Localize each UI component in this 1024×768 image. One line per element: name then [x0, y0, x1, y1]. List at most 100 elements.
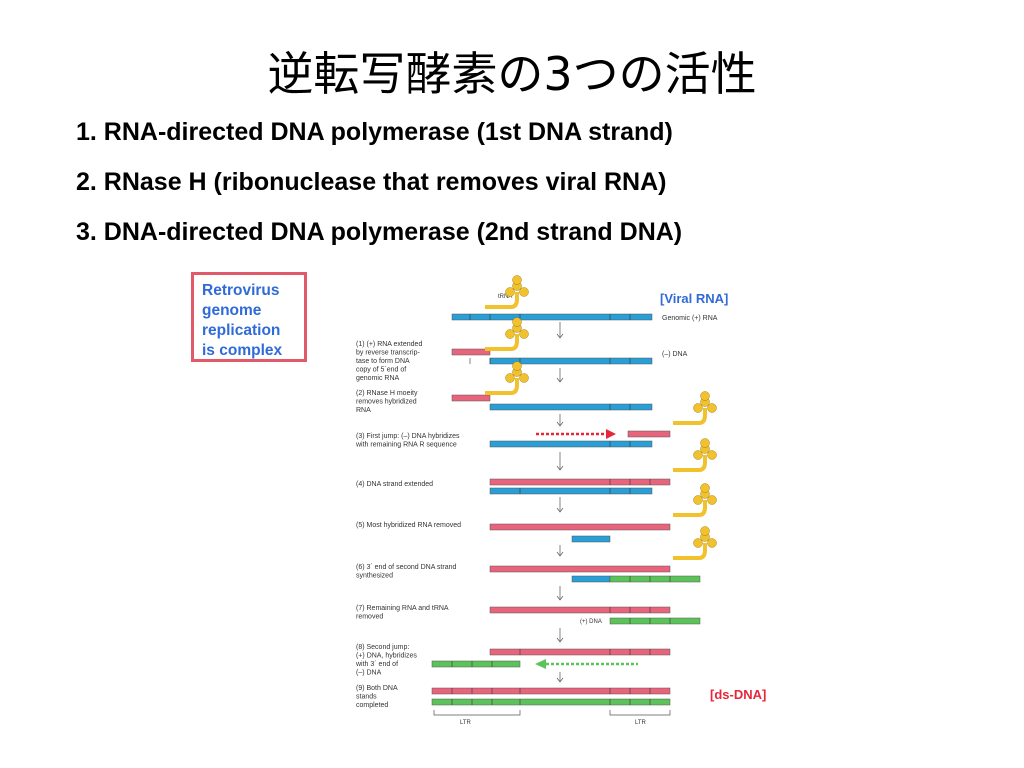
activity-item-3: 3. DNA-directed DNA polymerase (2nd stra… — [76, 218, 683, 246]
trna-step1-lobe — [505, 329, 515, 339]
step-label-8: with 3´ end of — [355, 661, 398, 668]
flow-arrow-2-head — [556, 377, 564, 383]
flow-arrow-1-head — [556, 333, 564, 339]
genomic-rna-strand — [451, 313, 653, 321]
step-label-1: (1) (+) RNA extended — [356, 341, 422, 348]
trna-top-lobe — [519, 287, 529, 297]
callout-line-1: Retrovirus — [202, 282, 280, 299]
flow-arrow-9-head — [556, 677, 564, 683]
trna-step1-tail — [485, 334, 519, 351]
step4-minus-dna — [489, 478, 671, 486]
trna-step6-lobe — [700, 526, 710, 536]
trna-top-lobe — [505, 287, 515, 297]
step-label-9: stands — [356, 694, 377, 701]
step3-rna — [489, 440, 653, 448]
step-label-7: removed — [356, 614, 383, 621]
ltr-label-right: LTR — [635, 720, 647, 726]
trna-step3-lobe — [693, 403, 703, 413]
step-label-2: RNA — [356, 407, 371, 414]
step5-minus-dna — [489, 523, 671, 531]
step-label-2: removes hybridized — [356, 399, 417, 406]
trna-step2-lobe — [519, 373, 529, 383]
callout-line-4: is complex — [202, 342, 283, 359]
step-label-4: (4) DNA strand extended — [356, 481, 433, 488]
trna-step1-lobe — [512, 317, 522, 327]
trna-step5-lobe — [707, 495, 717, 505]
trna-step5-tail — [673, 500, 707, 517]
slide-title: 逆転写酵素の3つの活性 — [267, 47, 757, 101]
step-label-7: (7) Remaining RNA and tRNA — [356, 605, 449, 612]
flow-arrow-3-head — [556, 421, 564, 427]
step-label-1: genomic RNA — [356, 375, 400, 382]
step-label-3: with remaining RNA R sequence — [355, 442, 457, 449]
callout-line-2: genome — [202, 302, 262, 319]
step-label-8: (8) Second jump: — [356, 644, 409, 651]
step2-minus-dna — [451, 394, 491, 402]
trna-step4-tail — [673, 455, 707, 472]
retrovirus-callout: Retrovirus genome replication is complex — [191, 272, 307, 362]
trna-step3-lobe — [707, 403, 717, 413]
trna-step1-lobe — [519, 329, 529, 339]
trna-step4-lobe — [700, 438, 710, 448]
step-label-1: tase to form DNA — [356, 358, 410, 365]
activity-item-2: 2. RNase H (ribonuclease that removes vi… — [76, 168, 667, 196]
ds-dna-label: [ds-DNA] — [710, 687, 766, 702]
step-label-8: (+) DNA, hybridizes — [356, 653, 417, 660]
step6-rna — [571, 575, 611, 583]
viral-rna-label: [Viral RNA] — [660, 291, 728, 306]
trna-step6-lobe — [693, 538, 703, 548]
step-label-6: synthesized — [356, 573, 393, 580]
ltr-bracket-right — [609, 710, 671, 716]
step1-minus-dna-label: (–) DNA — [662, 351, 688, 358]
step8-minus-dna — [489, 648, 671, 656]
step7-plus-dna-label: (+) DNA — [580, 619, 602, 625]
step1-minus-dna — [451, 348, 491, 356]
genomic-rna-label: Genomic (+) RNA — [662, 315, 718, 322]
step-label-9: completed — [356, 702, 388, 709]
flow-arrow-8-head — [556, 637, 564, 643]
step-label-5: (5) Most hybridized RNA removed — [356, 522, 461, 529]
step-label-3: (3) First jump: (–) DNA hybridizes — [356, 433, 460, 440]
trna-top-tail — [485, 292, 519, 309]
trna-label: tRNA — [498, 294, 512, 300]
step9-minus-dna — [431, 687, 671, 695]
step-label-9: (9) Both DNA — [356, 685, 398, 692]
step9-plus-dna — [431, 698, 671, 706]
step7-plus-dna — [609, 617, 701, 625]
step2-rna — [489, 403, 653, 411]
trna-step2-lobe — [512, 361, 522, 371]
step-label-6: (6) 3´ end of second DNA strand — [356, 564, 456, 571]
step6-minus-dna — [489, 565, 671, 573]
step-label-1: copy of 5´end of — [356, 367, 406, 374]
step4-rna — [489, 487, 653, 495]
first-jump-arrowhead — [606, 429, 616, 439]
trna-step5-lobe — [693, 495, 703, 505]
step3-minus-dna — [627, 430, 671, 438]
step-label-8: (–) DNA — [356, 670, 382, 677]
ltr-bracket-left — [433, 710, 521, 716]
trna-step5-lobe — [700, 483, 710, 493]
trna-step6-tail — [673, 543, 707, 560]
trna-step3-tail — [673, 408, 707, 425]
flow-arrow-5-head — [556, 507, 564, 513]
activity-item-1: 1. RNA-directed DNA polymerase (1st DNA … — [76, 118, 673, 146]
ltr-label-left: LTR — [460, 720, 472, 726]
step-label-2: (2) RNase H moeity — [356, 390, 418, 397]
step7-minus-dna — [489, 606, 671, 614]
step6-plus-dna — [609, 575, 701, 583]
trna-step2-tail — [485, 378, 519, 395]
step5-rna-fragment — [571, 535, 611, 543]
trna-step3-lobe — [700, 391, 710, 401]
trna-step2-lobe — [505, 373, 515, 383]
trna-step6-lobe — [707, 538, 717, 548]
callout-line-3: replication — [202, 322, 281, 339]
trna-step4-lobe — [693, 450, 703, 460]
step8-plus-dna — [431, 660, 521, 668]
trna-step4-lobe — [707, 450, 717, 460]
second-jump-arrowhead — [535, 659, 546, 669]
flow-arrow-4-head — [556, 465, 564, 471]
step-label-1: by reverse transcrip- — [356, 350, 420, 357]
activity-list: 1. RNA-directed DNA polymerase (1st DNA … — [76, 120, 682, 270]
trna-top-lobe — [512, 275, 522, 285]
